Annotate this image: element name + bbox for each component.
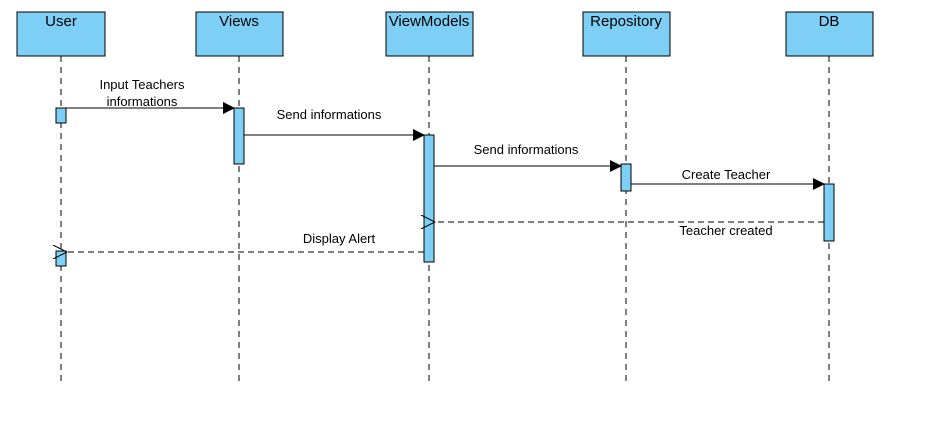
participant-user: User (16, 11, 106, 57)
message-input-teachers: Input Teachers informations (66, 77, 235, 114)
participant-box-user (16, 11, 106, 57)
participant-label-views: Views (219, 13, 259, 30)
participant-viewmodels: ViewModels (385, 11, 474, 57)
message-display-alert: Display Alert (67, 231, 424, 252)
participant-box-repository (582, 11, 671, 57)
participant-label-user: User (45, 13, 77, 30)
participant-box-views (195, 11, 284, 57)
message-send-informations-2: Send informations (434, 142, 622, 172)
message-teacher-created: Teacher created (435, 222, 824, 238)
message-label-line-2: informations (107, 94, 178, 109)
activation-db (823, 183, 835, 242)
activation-user-2 (55, 250, 67, 267)
activation-repository (620, 163, 632, 192)
participants: User Views ViewModels Repository DB (16, 11, 874, 57)
participant-views: Views (195, 11, 284, 57)
messages: Input Teachers informations Send informa… (66, 77, 825, 252)
activations (55, 107, 835, 267)
participant-box-viewmodels (385, 11, 474, 57)
activation-user-1 (55, 107, 67, 124)
message-label: Display Alert (303, 231, 376, 246)
message-label: Send informations (277, 107, 382, 122)
participant-label-db: DB (819, 13, 840, 30)
participant-box-db (785, 11, 874, 57)
participant-repository: Repository (582, 11, 671, 57)
participant-label-repository: Repository (590, 13, 662, 30)
participant-label-viewmodels: ViewModels (389, 13, 470, 30)
message-send-informations-1: Send informations (244, 107, 425, 141)
message-label-line-1: Input Teachers (99, 77, 185, 92)
activation-views (233, 107, 245, 165)
message-label: Teacher created (679, 223, 772, 238)
message-label: Create Teacher (682, 167, 771, 182)
participant-db: DB (785, 11, 874, 57)
message-create-teacher: Create Teacher (631, 167, 825, 190)
activation-viewmodels (423, 134, 435, 263)
message-label: Send informations (474, 142, 579, 157)
